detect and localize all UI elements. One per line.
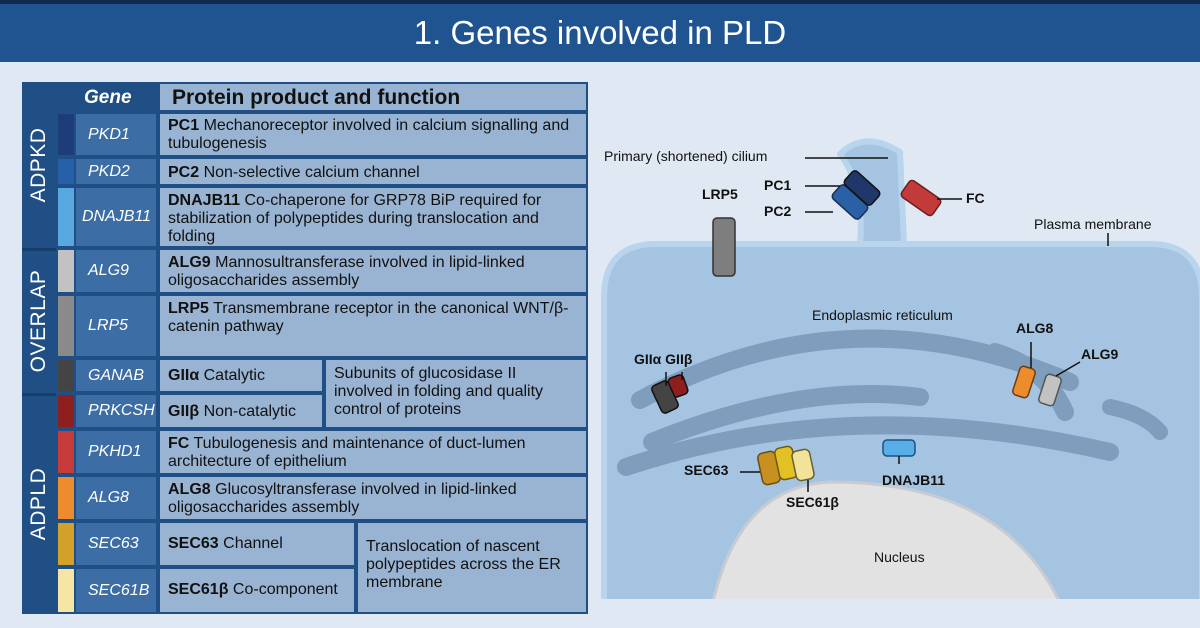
protein-cell-pc1: PC1 Mechanoreceptor involved in calcium … [158,112,588,157]
protein-cell-gii-alpha: GIIα Catalytic [158,358,324,393]
color-swatch-alg9 [56,248,74,294]
cilium-label: Primary (shortened) cilium [604,148,768,164]
pc1-protein [843,170,881,206]
gene-cell-prkcsh: PRKCSH [74,393,158,429]
gene-cell-ganab: GANAB [74,358,158,393]
gene-cell-sec63: SEC63 [74,521,158,567]
group-overlap: OVERLAP [22,248,56,393]
translocation-note: Translocation of nascent polypeptides ac… [356,521,588,614]
protein-cell-dnajb11: DNAJB11 Co-chaperone for GRP78 BiP requi… [158,186,588,248]
top-border [0,0,1200,4]
cell-diagram [601,138,1200,599]
pc1-label: PC1 [764,177,792,193]
color-swatch-prkcsh [56,393,74,429]
color-swatch-ganab [56,358,74,393]
protein-cell-alg9: ALG9 Mannosultransferase involved in lip… [158,248,588,294]
gene-cell-lrp5: LRP5 [74,294,158,358]
color-swatch-sec61b [56,567,74,614]
sec63-label: SEC63 [684,462,729,478]
group-adpld: ADPLD [22,393,56,614]
gene-table: ADPKD OVERLAP ADPLD Gene Protein product… [22,82,588,614]
fc-protein [900,179,942,217]
gene-cell-alg9: ALG9 [74,248,158,294]
sec61b-protein [791,448,815,482]
alg8-protein [1012,365,1036,399]
er-arc-5 [1102,399,1168,440]
er-arc-2 [643,385,929,451]
protein-cell-sec61b: SEC61β Co-component [158,567,356,614]
protein-cell-pc2: PC2 Non-selective calcium channel [158,157,588,186]
dnajb11-label: DNAJB11 [882,472,946,488]
er-label: Endoplasmic reticulum [812,307,953,323]
sec61b-label: SEC61β [786,494,839,510]
color-swatch-lrp5 [56,294,74,358]
lrp5-label: LRP5 [702,186,738,202]
gene-cell-sec61b: SEC61B [74,567,158,614]
fc-label: FC [966,190,985,206]
protein-cell-gii-beta: GIIβ Non-catalytic [158,393,324,429]
alg8-label: ALG8 [1016,320,1054,336]
header-protein: Protein product and function [158,82,588,112]
gene-cell-pkd1: PKD1 [74,112,158,157]
nucleus-label: Nucleus [874,549,925,565]
protein-cell-fc: FC Tubulogenesis and maintenance of duct… [158,429,588,475]
glucosidase-note: Subunits of glucosidase II involved in f… [324,358,588,429]
pc2-label: PC2 [764,203,792,219]
er-arc-4 [617,416,1119,476]
gene-cell-dnajb11: DNAJB11 [74,186,158,248]
color-swatch-dnajb11 [56,186,74,248]
alg9-leader [1055,361,1081,377]
group-adpkd: ADPKD [22,82,56,248]
gene-cell-pkd2: PKD2 [74,157,158,186]
color-swatch-alg8 [56,475,74,521]
protein-cell-alg8: ALG8 Glucosyltransferase involved in lip… [158,475,588,521]
color-swatch-sec63 [56,521,74,567]
dnajb11-protein [882,439,916,457]
title-banner: 1. Genes involved in PLD [0,4,1200,62]
plasma-membrane-label: Plasma membrane [1034,216,1152,232]
protein-cell-sec63: SEC63 Channel [158,521,356,567]
nucleus [712,480,1060,599]
gii-alpha-protein [651,380,679,414]
lrp5-protein [712,217,736,277]
er-arc-3 [986,343,1074,421]
gii-label: GIIα GIIβ [634,351,693,367]
alg9-label: ALG9 [1081,346,1119,362]
alg9-protein [1038,373,1062,407]
page-title: 1. Genes involved in PLD [413,14,787,51]
header-gene: Gene [74,82,158,112]
color-swatch-pkhd1 [56,429,74,475]
gene-cell-alg8: ALG8 [74,475,158,521]
color-swatch-pkd1 [56,112,74,157]
protein-cell-lrp5: LRP5 Transmembrane receptor in the canon… [158,294,588,358]
color-swatch-pkd2 [56,157,74,186]
content-area: ADPKD OVERLAP ADPLD Gene Protein product… [0,62,1200,628]
gene-cell-pkhd1: PKHD1 [74,429,158,475]
